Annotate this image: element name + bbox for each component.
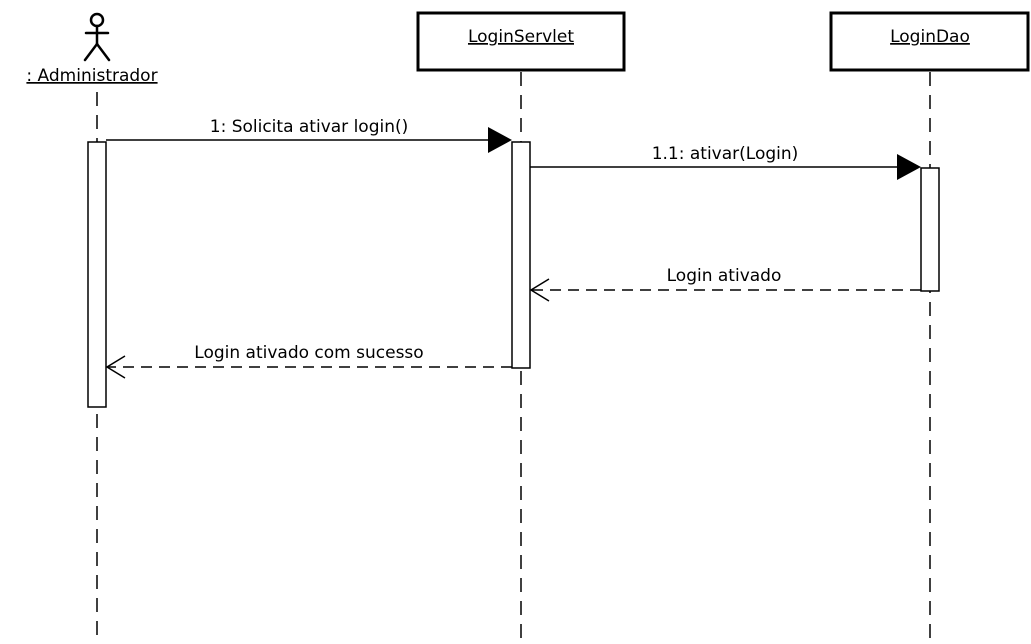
activation-administrador xyxy=(87,141,107,408)
return-login-ativado-com-sucesso[interactable]: Login ativado com sucesso xyxy=(105,343,512,379)
filled-arrowhead-icon xyxy=(488,127,512,153)
actor-label: : Administrador xyxy=(26,66,157,86)
participant-box xyxy=(416,11,626,72)
participant-logindao[interactable]: LoginDao xyxy=(829,11,1030,72)
activation-loginservlet xyxy=(511,141,531,369)
open-arrowhead-icon xyxy=(529,278,550,302)
participant-box xyxy=(829,11,1030,72)
actor-icon xyxy=(83,12,111,62)
message-solicita-ativar-login[interactable]: 1: Solicita ativar login() xyxy=(106,117,512,153)
open-arrowhead-icon xyxy=(105,355,126,379)
message-label: 1.1: ativar(Login) xyxy=(652,144,799,164)
message-label: 1: Solicita ativar login() xyxy=(210,117,409,137)
return-login-ativado[interactable]: Login ativado xyxy=(529,266,921,302)
participant-label: LoginDao xyxy=(890,27,970,47)
actor-administrador[interactable]: : Administrador xyxy=(26,12,158,86)
participant-label: LoginServlet xyxy=(468,27,574,47)
message-ativar-login[interactable]: 1.1: ativar(Login) xyxy=(530,144,921,180)
activation-logindao xyxy=(920,167,940,292)
message-label: Login ativado com sucesso xyxy=(194,343,423,363)
participant-loginservlet[interactable]: LoginServlet xyxy=(416,11,626,72)
message-label: Login ativado xyxy=(667,266,782,286)
filled-arrowhead-icon xyxy=(897,154,921,180)
